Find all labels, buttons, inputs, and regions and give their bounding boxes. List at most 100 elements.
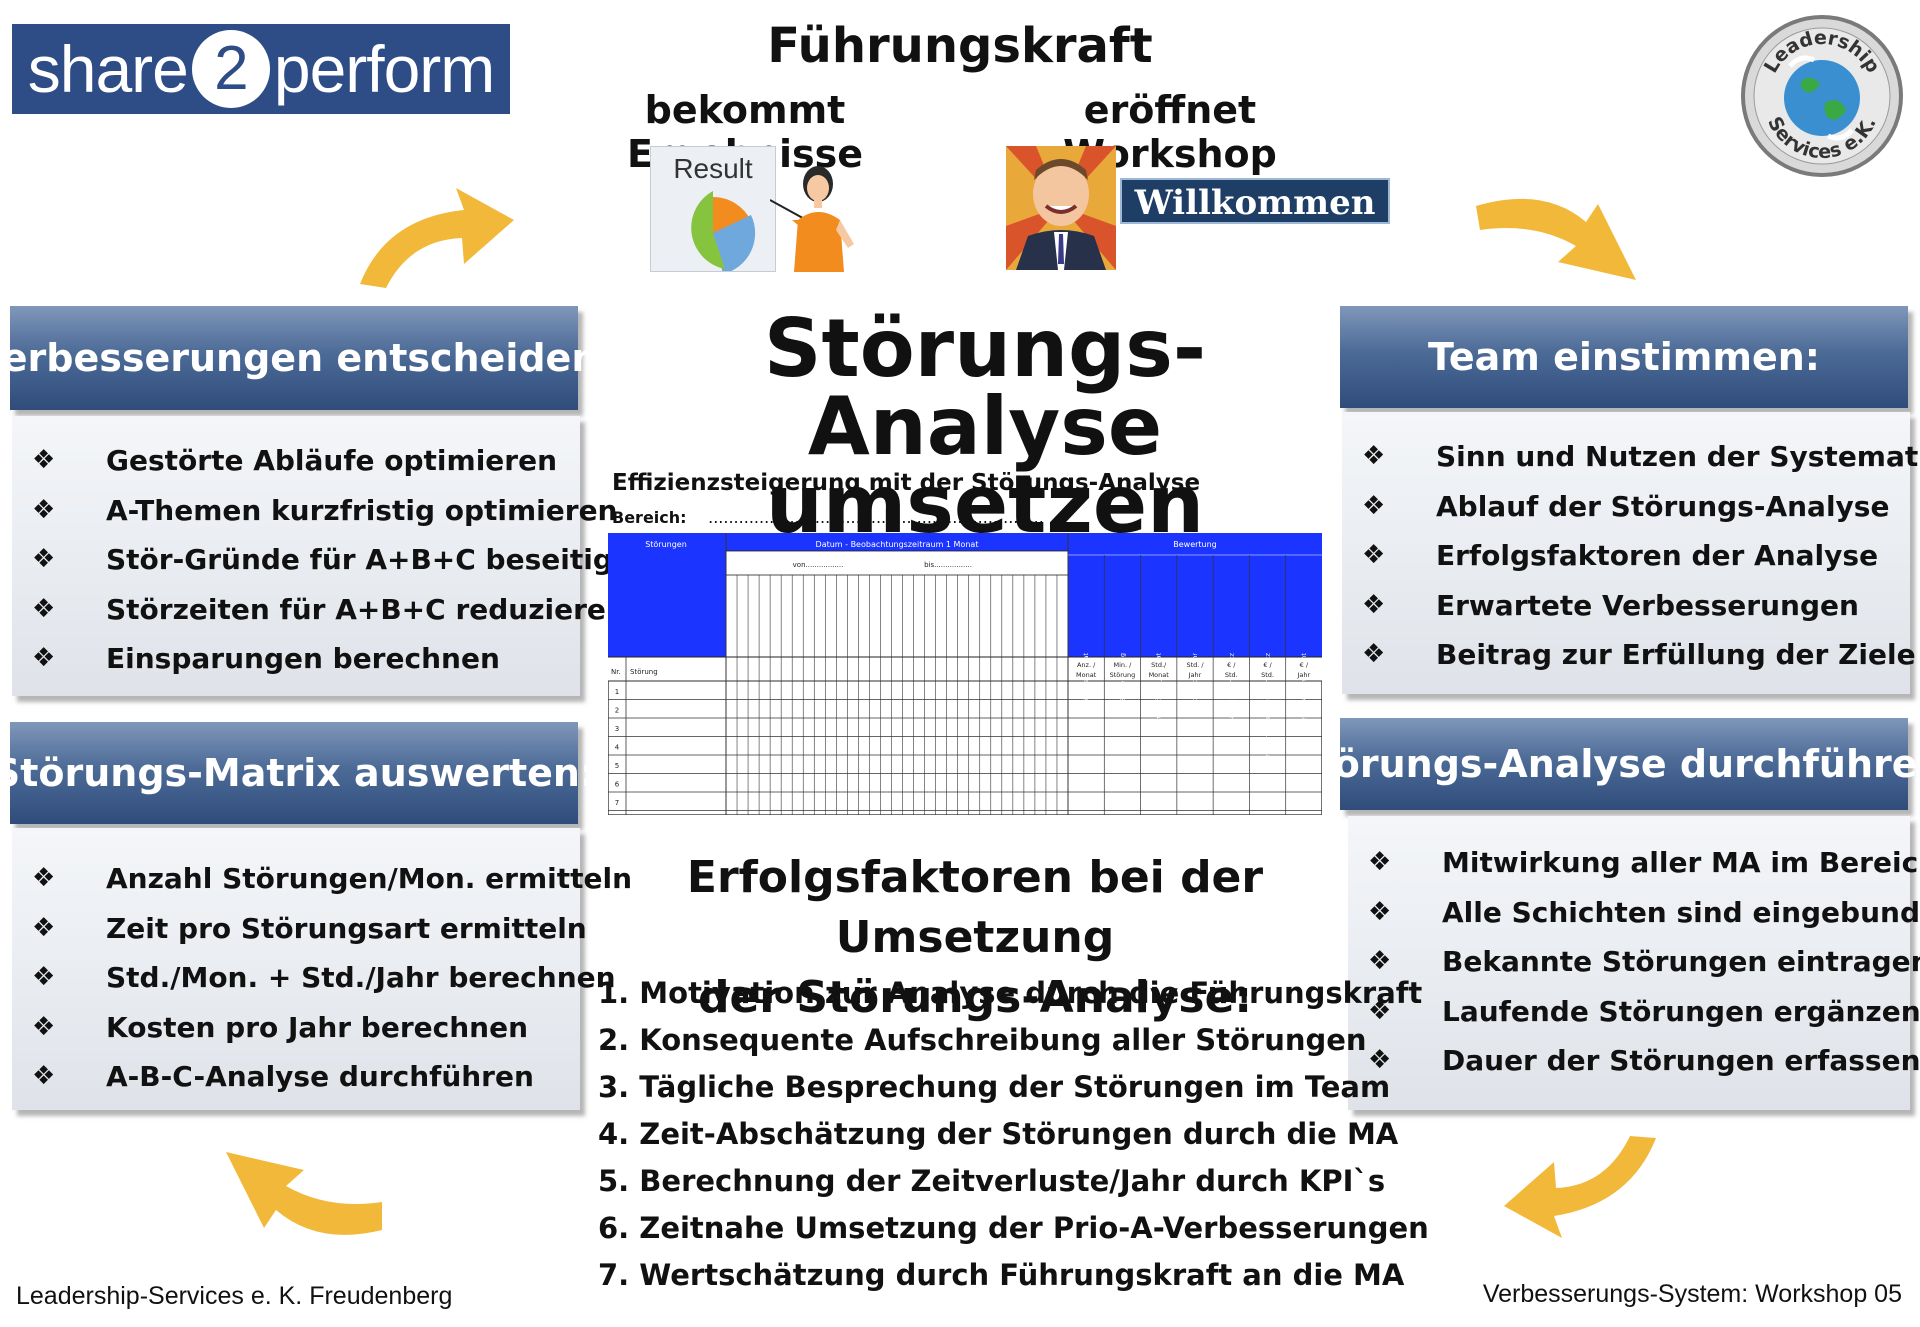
- form-von: von.................: [793, 561, 844, 569]
- form-row-number: 7: [615, 799, 619, 807]
- leadership-services-emblem: Leadership Services e.K.: [1741, 15, 1903, 177]
- list-item: ❖Anzahl Störungen/Mon. ermitteln: [32, 862, 633, 895]
- presenter-man-icon: [1006, 146, 1116, 270]
- form-unit-label: Jahr: [1297, 671, 1311, 679]
- list-item: ❖Beitrag zur Erfüllung der Ziele: [1362, 638, 1916, 671]
- logo-number: 2: [191, 30, 270, 108]
- list-item: 4. Zeit-Abschätzung der Störungen durch …: [598, 1117, 1399, 1151]
- list-item: ❖Gestörte Abläufe optimieren: [32, 444, 558, 477]
- form-rating-col-label: Anlagen-/Maschinen-stundensatz: [1264, 652, 1272, 761]
- footer-left: Leadership-Services e. K. Freudenberg: [16, 1282, 453, 1310]
- form-unit-label: Anz. /: [1077, 661, 1096, 669]
- arrow-top-right-icon: [1476, 198, 1636, 280]
- list-item: 3. Tägliche Besprechung der Störungen im…: [598, 1070, 1391, 1104]
- list-item: ❖Zeit pro Störungsart ermitteln: [32, 911, 587, 945]
- form-unit-label: Monat: [1076, 671, 1097, 679]
- list-item: ❖Sinn und Nutzen der Systematik: [1362, 440, 1920, 473]
- form-row-number: 6: [615, 781, 620, 789]
- box-team-einstimmen: Team einstimmen:: [1340, 306, 1908, 408]
- form-row-number: 4: [615, 744, 620, 752]
- list-item: 6. Zeitnahe Umsetzung der Prio-A-Verbess…: [598, 1211, 1429, 1245]
- box-matrix-list: ❖Anzahl Störungen/Mon. ermitteln ❖Zeit p…: [12, 828, 633, 1110]
- form-col-datum: Datum - Beobachtungszeitraum 1 Monat: [816, 540, 979, 549]
- box-title: Team einstimmen:: [1340, 306, 1908, 408]
- arrow-bottom-right-icon: [1504, 1136, 1656, 1238]
- list-item: ❖Störzeiten für A+B+C reduzieren: [32, 592, 626, 626]
- box-analyse-durchfuehren: Störungs-Analyse durchführen:: [1288, 718, 1920, 810]
- result-chart-illustration: Result: [650, 146, 776, 272]
- form-unit-label: Std. /: [1186, 661, 1204, 669]
- result-label: Result: [673, 153, 753, 184]
- list-item: ❖Mitwirkung aller MA im Bereich: [1368, 846, 1920, 879]
- list-item: ❖Laufende Störungen ergänzen: [1368, 994, 1920, 1028]
- form-static-frame: [608, 533, 1322, 815]
- form-unit-label: Störung: [1110, 671, 1136, 679]
- form-rating-col-label: Störungen/Monat: [1082, 653, 1090, 710]
- list-item: ❖Stör-Gründe für A+B+C beseitigen: [32, 543, 652, 576]
- form-unit-label: Std.: [1261, 671, 1274, 679]
- list-item: ❖Einsparungen berechnen: [32, 642, 500, 675]
- list-item: ❖Bekannte Störungen eintragen: [1368, 945, 1920, 978]
- logo-text-right: perform: [273, 32, 495, 106]
- success-factors-list: 1. Motivation zur Analyse durch die Führ…: [598, 970, 1429, 1299]
- form-row-number: 2: [615, 707, 619, 715]
- list-item: ❖Kosten pro Jahr berechnen: [32, 1010, 529, 1044]
- arrow-top-left-icon: [360, 188, 514, 288]
- welcome-banner: Willkommen: [1120, 178, 1390, 224]
- list-item: ❖A-Themen kurzfristig optimieren: [32, 493, 618, 527]
- list-item: ❖Alle Schichten sind eingebunden: [1368, 895, 1920, 929]
- box-title: Verbesserungen entscheiden:: [0, 306, 614, 410]
- box-verbesserungen-entscheiden: Verbesserungen entscheiden:: [0, 306, 614, 410]
- box-matrix-auswerten: Störungs-Matrix auswerten:: [0, 722, 595, 824]
- stoerungs-analyse-form: Störungen Datum - Beobachtungszeitraum 1…: [608, 533, 1322, 815]
- box-analyse-list: ❖Mitwirkung aller MA im Bereich ❖Alle Sc…: [1348, 816, 1920, 1110]
- form-grid: [608, 533, 1322, 815]
- box-team-list: ❖Sinn und Nutzen der Systematik ❖Ablauf …: [1342, 412, 1920, 694]
- logo-text-left: share: [27, 32, 189, 106]
- form-col-stoerungen: Störungen: [645, 540, 687, 549]
- presenter-woman-icon: [770, 166, 854, 272]
- form-rating-col-label: Zeit je Störung: [1118, 653, 1126, 701]
- list-item: 2. Konsequente Aufschreibung aller Störu…: [598, 1023, 1367, 1057]
- form-unit-label: € /: [1263, 661, 1272, 669]
- arrow-bottom-left-icon: [226, 1152, 382, 1235]
- form-row-numbers: 1 2 3 4 5 6 7: [615, 688, 620, 807]
- form-rating-col-label: Summe Störzeit je Monat: [1155, 653, 1163, 736]
- list-item: 5. Berechnung der Zeitverluste/Jahr durc…: [598, 1164, 1386, 1198]
- list-item: ❖Ablauf der Störungs-Analyse: [1362, 489, 1890, 523]
- form-unit-label: € /: [1300, 661, 1309, 669]
- form-unit-label: Min. /: [1113, 661, 1132, 669]
- form-stoerung-label: Störung: [630, 668, 658, 676]
- form-area-label: Bereich: ...............................…: [612, 508, 1044, 527]
- form-rating-col-label: Störungskosten gesamt: [1300, 653, 1308, 731]
- form-rating-col-label: Mitarbeiterstundensatz: [1227, 652, 1235, 728]
- share2perform-logo: share 2 perform: [12, 24, 510, 114]
- form-bis: bis.................: [924, 561, 972, 569]
- box-title: Störungs-Analyse durchführen:: [1288, 718, 1920, 810]
- form-nr-label: Nr.: [611, 668, 621, 676]
- list-item: ❖Dauer der Störungen erfassen: [1368, 1044, 1920, 1077]
- list-item: ❖Erwartete Verbesserungen: [1362, 588, 1859, 622]
- form-rating-col-label: Summe Störzeit pro Jahr: [1191, 653, 1199, 733]
- list-item: 1. Motivation zur Analyse durch die Führ…: [598, 976, 1423, 1010]
- form-unit-label: Std./: [1151, 661, 1167, 669]
- form-title: Effizienzsteigerung mit der Störungs-Ana…: [612, 470, 1201, 496]
- header-title: Führungskraft: [767, 18, 1153, 74]
- main-title: Störungs-Analyse umsetzen: [763, 302, 1207, 551]
- form-row-number: 1: [615, 688, 619, 696]
- form-row-number: 5: [615, 762, 619, 770]
- form-col-bewertung: Bewertung: [1173, 540, 1217, 549]
- form-unit-label: Jahr: [1188, 671, 1202, 679]
- list-item: ❖Erfolgsfaktoren der Analyse: [1362, 539, 1879, 572]
- list-item: ❖A-B-C-Analyse durchführen: [32, 1060, 534, 1093]
- box-title: Störungs-Matrix auswerten:: [0, 722, 595, 824]
- form-row-number: 3: [615, 725, 619, 733]
- form-unit-label: Std.: [1225, 671, 1238, 679]
- form-unit-label: Monat: [1149, 671, 1170, 679]
- pie-chart-icon: [691, 191, 756, 271]
- form-unit-label: € /: [1227, 661, 1236, 669]
- list-item: 7. Wertschätzung durch Führungskraft an …: [598, 1258, 1405, 1292]
- success-factors-title: Erfolgsfaktoren bei der Umsetzung der St…: [686, 852, 1264, 1023]
- list-item: ❖Std./Mon. + Std./Jahr berechnen: [32, 961, 616, 994]
